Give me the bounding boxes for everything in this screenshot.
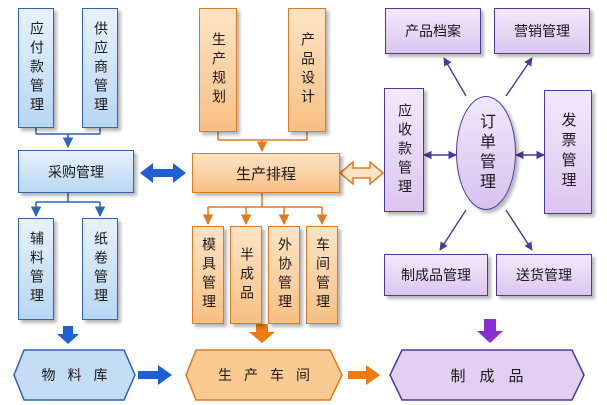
workshop-mgmt-box: 车间管理 [306,226,338,324]
mold-box: 模具管理 [192,226,224,324]
double-arrow-scheduling-order [338,160,385,186]
product-design-box: 产品设计 [288,8,326,132]
delivery-box: 送货管理 [496,254,592,296]
finished-goods-shape [389,349,585,401]
supplier-box: 供应商管理 [82,8,118,128]
payables-box: 应付款管理 [18,8,54,128]
semi-finished-box: 半成品 [230,226,262,324]
purchase-mgmt-box: 采购管理 [18,150,134,193]
down-arrow-to-material-store [57,326,79,344]
planning-box: 生产规划 [199,8,237,132]
workshop-shape [185,349,343,401]
finished-mgmt-box: 制成品管理 [384,254,488,296]
down-arrow-to-workshop [249,324,275,343]
outsourcing-box: 外协管理 [268,226,300,324]
purchase-connectors [30,128,106,218]
finished-goods-label: 制成品 [450,366,538,385]
order-mgmt-oval: 订单管理 [456,96,516,210]
product-archive-box: 产品档案 [385,8,481,54]
marketing-box: 营销管理 [494,8,590,54]
scheduling-box: 生产排程 [192,153,340,193]
material-store-shape [13,349,136,401]
right-arrow-store-to-workshop [138,365,172,385]
order-hub-connectors [423,57,545,251]
invoice-box: 发票管理 [544,90,592,214]
double-arrow-purchase-scheduling [140,163,186,183]
receivables-box: 应收款管理 [384,88,424,212]
bottom-shapes [13,349,585,401]
right-arrow-workshop-to-finished [348,365,380,385]
down-arrow-to-finished-goods [477,319,503,343]
flow-arrows [57,160,503,385]
production-connectors [202,132,328,226]
accessories-box: 辅料管理 [18,218,54,320]
workshop-label: 生产车间 [218,368,322,384]
material-store-label: 物料库 [41,368,120,384]
paper-roll-box: 纸卷管理 [82,218,118,320]
